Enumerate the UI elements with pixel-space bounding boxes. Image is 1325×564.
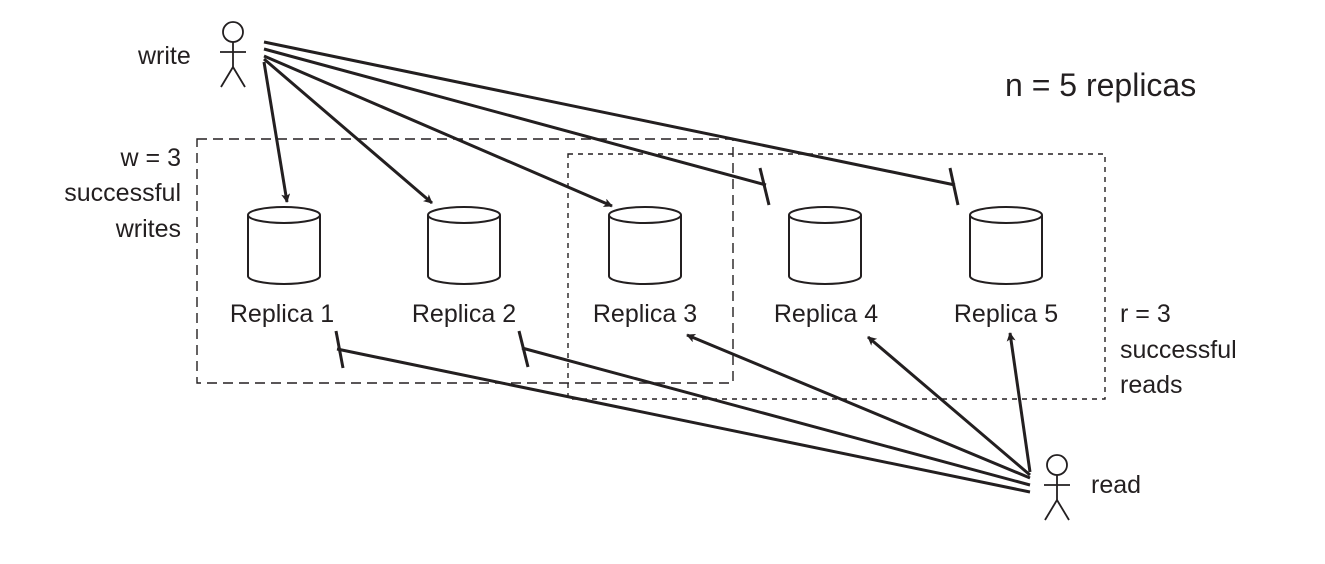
write-quorum-box [196,138,734,384]
read-quorum-label-line2: successful [1120,336,1237,364]
replica-label: Replica 3 [593,300,697,328]
write-quorum-label-line1: w = 3 [120,144,181,172]
read-quorum-label-line1: r = 3 [1120,300,1171,328]
diagram-title: n = 5 replicas [1005,67,1196,103]
write-quorum-label-line3: writes [115,215,181,243]
read-line-replica-2-failed [521,346,1031,487]
write-line-replica-5-failed [263,40,956,187]
read-line-replica-1-failed [336,347,1031,494]
database-cylinder-icon [608,206,682,285]
write-arrow-replica-1 [262,61,291,203]
read-quorum-box [567,153,1106,400]
read-arrow-replica-4 [867,335,1031,477]
database-cylinder-icon [788,206,862,285]
replica-3: Replica 3 [593,206,697,328]
write-failure-mark [758,167,771,206]
read-arrow-replica-3 [686,333,1031,480]
write-arrow-replica-3 [263,54,613,208]
write-line-replica-4-failed [263,47,767,187]
replica-label: Replica 1 [230,300,334,328]
write-quorum-label-line2: successful [64,179,181,207]
replica-label: Replica 4 [774,300,878,328]
read-arrow-replica-5 [1006,332,1032,473]
write-failure-mark [948,167,960,206]
read-failure-mark [517,330,530,368]
reader-person-icon [1044,454,1070,521]
replica-label: Replica 5 [954,300,1058,328]
replica-5: Replica 5 [954,206,1058,328]
replica-1: Replica 1 [230,206,334,328]
reader-label: read [1091,471,1141,499]
database-cylinder-icon [247,206,321,285]
write-arrow-replica-2 [263,57,433,205]
read-failure-mark [334,330,345,369]
replica-label: Replica 2 [412,300,516,328]
writer-label: write [137,42,191,70]
database-cylinder-icon [427,206,501,285]
database-cylinder-icon [969,206,1043,285]
writer-person-icon [220,21,246,88]
read-quorum-label-line3: reads [1120,371,1183,399]
replica-2: Replica 2 [412,206,516,328]
replica-4: Replica 4 [774,206,878,328]
